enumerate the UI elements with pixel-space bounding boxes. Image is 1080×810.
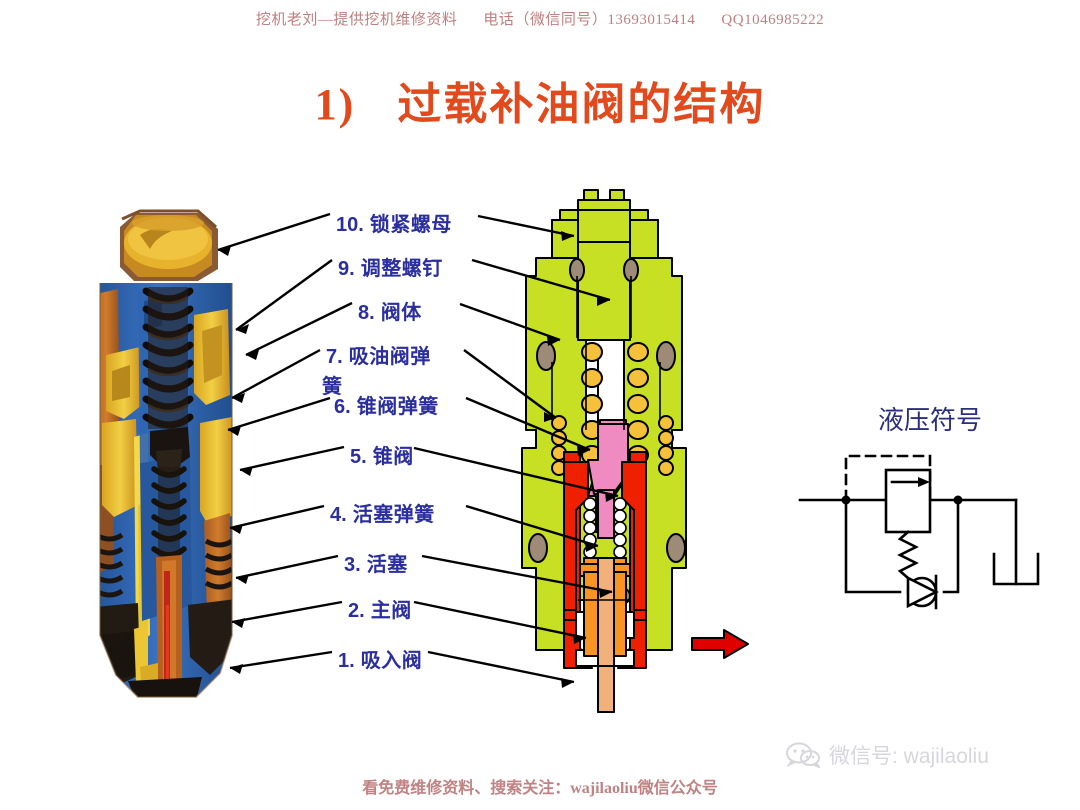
label-2: 2. 主阀 [348,600,412,622]
wechat-badge: 微信号: wajilaoliu [786,740,989,770]
label-7: 7. 吸油阀弹 [326,346,431,368]
header-phone: 13693015414 [607,12,696,28]
header-source: 挖机老刘—提供挖机维修资料 [255,12,458,28]
label-6: 6. 锥阀弹簧 [334,396,439,418]
title-text: 过载补油阀的结构 [397,80,766,129]
title-index: 1) [314,80,356,129]
hydraulic-symbol-diagram [798,454,1040,610]
label-7-wrap: 簧 [322,376,343,398]
page-title: 1) 过载补油阀的结构 [0,68,1080,132]
flow-arrow-icon [691,629,749,659]
label-5: 5. 锥阀 [350,446,414,468]
valve-cutaway-photo-image [99,209,233,698]
label-3: 3. 活塞 [344,554,408,576]
footer-watermark: 看免费维修资料、搜索关注：wajilaoliu微信公众号 [362,780,718,797]
header-qq: QQ1046985222 [721,12,825,28]
label-8: 8. 阀体 [358,302,422,324]
wechat-badge-text: 微信号: wajilaoliu [829,745,989,768]
label-4: 4. 活塞弹簧 [330,504,435,526]
valve-cutaway-photo [78,205,254,705]
header-phone-label: 电话（微信同号） [483,12,608,28]
label-1: 1. 吸入阀 [338,650,423,672]
hydraulic-symbol-title: 液压符号 [877,406,982,435]
label-9: 9. 调整螺钉 [338,258,443,280]
hydraulic-symbol-block: 液压符号 [790,400,1070,630]
wechat-icon [786,742,820,768]
label-10: 10. 锁紧螺母 [336,214,452,236]
header-watermark: 挖机老刘—提供挖机维修资料 电话（微信同号）13693015414 QQ104698… [0,8,1080,29]
